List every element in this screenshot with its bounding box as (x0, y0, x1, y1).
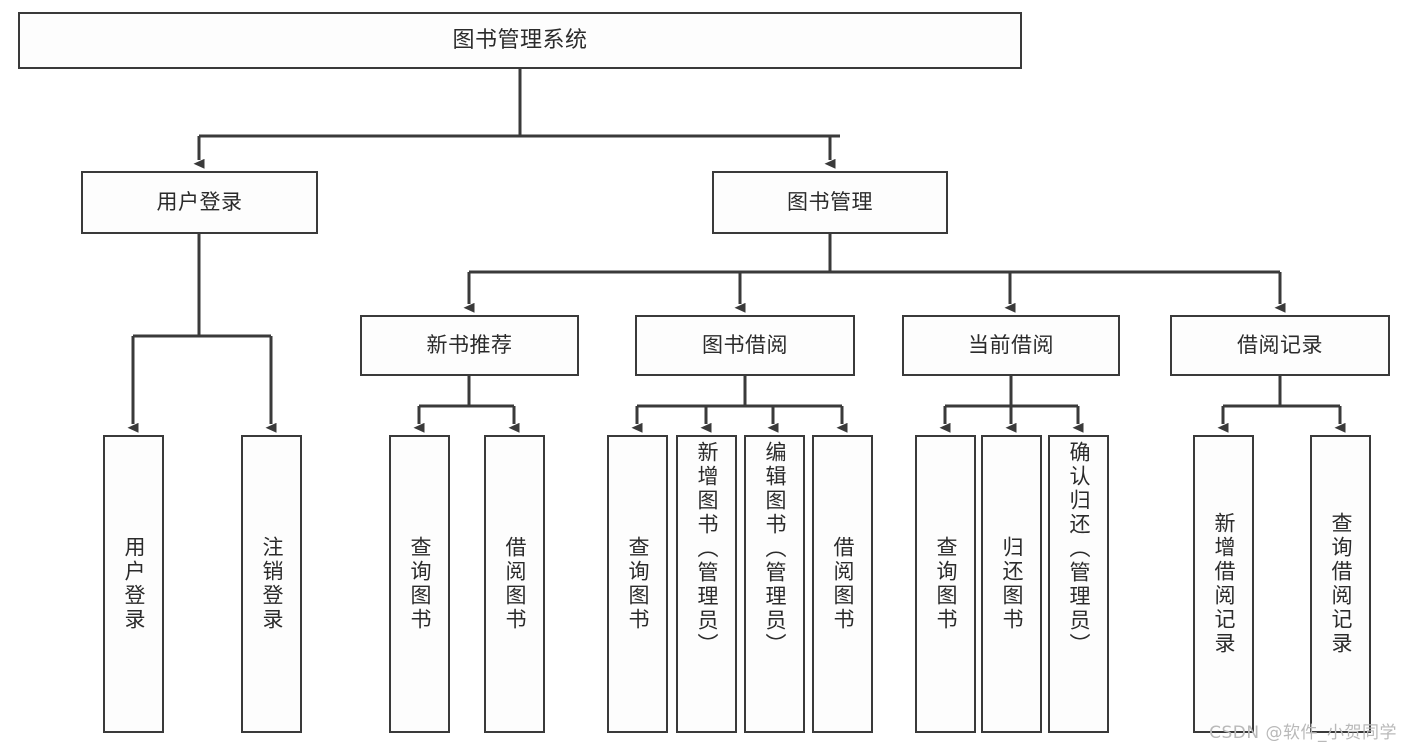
node-label: 图书借阅 (702, 333, 788, 358)
leaf-edit-book-admin[interactable]: 编辑图书（管理员） (744, 435, 805, 733)
leaf-borrow-books-recommend[interactable]: 借阅图书 (484, 435, 545, 733)
leaf-add-book-admin[interactable]: 新增图书（管理员） (676, 435, 737, 733)
leaf-query-books-borrow[interactable]: 查询图书 (607, 435, 668, 733)
node-borrow-records[interactable]: 借阅记录 (1170, 315, 1390, 376)
leaf-query-books-current[interactable]: 查询图书 (915, 435, 976, 733)
node-label: 借阅记录 (1237, 333, 1323, 358)
node-label: 图书管理系统 (452, 27, 588, 53)
watermark-text: CSDN @软件_小贺同学 (1209, 723, 1397, 743)
node-user-login[interactable]: 用户登录 (81, 171, 318, 234)
node-book-management[interactable]: 图书管理 (712, 171, 948, 234)
node-label: 查询借阅记录 (1329, 512, 1353, 656)
leaf-return-books[interactable]: 归还图书 (981, 435, 1042, 733)
node-label: 查询图书 (408, 536, 432, 632)
node-new-book-recommend[interactable]: 新书推荐 (360, 315, 579, 376)
node-label: 注销登录 (260, 536, 284, 632)
leaf-query-books-recommend[interactable]: 查询图书 (389, 435, 450, 733)
node-label: 借阅图书 (503, 536, 527, 632)
leaf-add-borrow-record[interactable]: 新增借阅记录 (1193, 435, 1254, 733)
node-book-borrow[interactable]: 图书借阅 (635, 315, 855, 376)
node-label: 用户登录 (156, 190, 243, 215)
node-label: 查询图书 (934, 536, 958, 632)
node-label: 确认归还（管理员） (1067, 441, 1091, 657)
node-label: 编辑图书（管理员） (763, 441, 787, 657)
leaf-borrow-books[interactable]: 借阅图书 (812, 435, 873, 733)
node-label: 新增借阅记录 (1212, 512, 1236, 656)
leaf-confirm-return-admin[interactable]: 确认归还（管理员） (1048, 435, 1109, 733)
node-label: 图书管理 (787, 190, 873, 215)
node-root-book-management-system[interactable]: 图书管理系统 (18, 12, 1022, 69)
leaf-user-login[interactable]: 用户登录 (103, 435, 164, 733)
node-label: 借阅图书 (831, 536, 855, 632)
leaf-query-borrow-record[interactable]: 查询借阅记录 (1310, 435, 1371, 733)
node-label: 用户登录 (122, 536, 146, 632)
node-label: 当前借阅 (968, 333, 1054, 358)
node-label: 新增图书（管理员） (695, 441, 719, 657)
node-label: 归还图书 (1000, 536, 1024, 632)
node-current-borrow[interactable]: 当前借阅 (902, 315, 1120, 376)
node-label: 新书推荐 (426, 333, 513, 358)
node-label: 查询图书 (626, 536, 650, 632)
leaf-logout[interactable]: 注销登录 (241, 435, 302, 733)
